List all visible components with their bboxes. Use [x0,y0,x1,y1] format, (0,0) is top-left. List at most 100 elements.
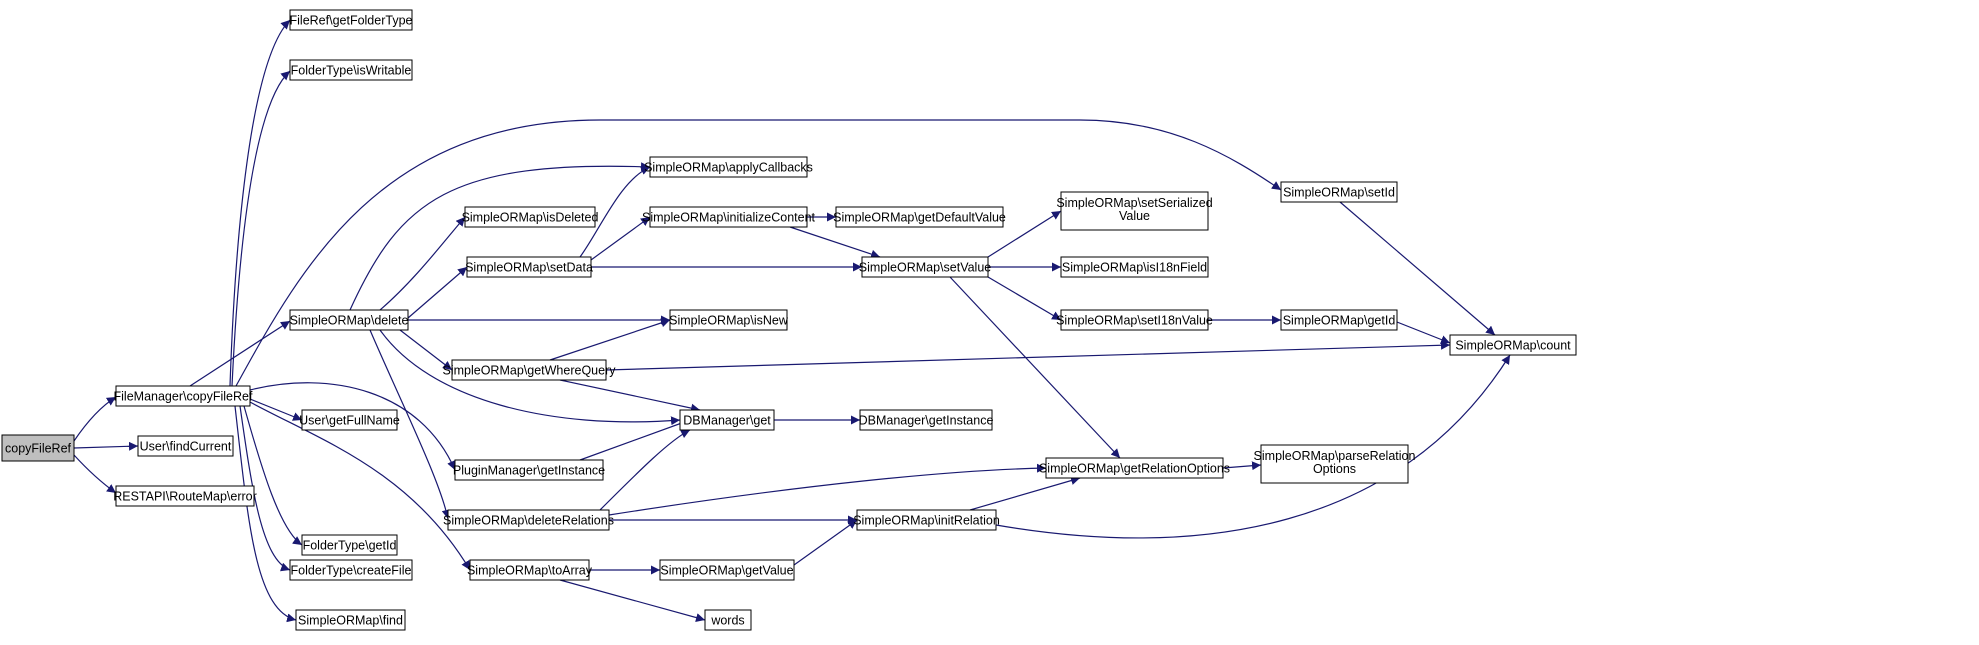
node-box [659,559,795,581]
node-label-line: Options [1313,462,1356,476]
node-n20[interactable]: SimpleORMap\toArray [467,559,593,581]
node-box [1,434,75,462]
edge-n22-to-n28 [987,276,1062,321]
node-label: SimpleORMap\applyCallbacks [644,161,813,175]
node-n0[interactable]: copyFileRef [1,434,75,462]
node-label: FileManager\copyFileRef [114,390,253,404]
edge-n22-to-n26 [987,210,1062,258]
edge-n1-to-n7 [249,398,303,421]
node-label: SimpleORMap\deleteRelations [443,514,614,528]
node-label: SimpleORMap\initRelation [853,514,1000,528]
node-n10[interactable]: SimpleORMap\find [295,609,406,631]
node-box [1060,309,1209,331]
node-box [289,309,409,331]
node-n29[interactable]: SimpleORMap\getRelationOptions [1039,457,1230,479]
node-n30[interactable]: SimpleORMap\initRelation [853,509,1000,531]
node-label: SimpleORMap\isI18nField [1062,261,1207,275]
node-n17[interactable]: DBManager\get [679,409,775,431]
edge-n1-to-n6 [189,320,291,387]
node-n23[interactable]: DBManager\getInstance [859,409,994,431]
node-n3[interactable]: RESTAPI\RouteMap\error [113,485,257,507]
node-label: SimpleORMap\setId [1283,186,1395,200]
node-label: SimpleORMap\isNew [669,314,789,328]
node-label: SimpleORMap\isDeleted [462,211,599,225]
node-n6[interactable]: SimpleORMap\delete [289,309,409,331]
node-n2[interactable]: User\findCurrent [137,435,234,457]
node-label: SimpleORMap\initializeContent [642,211,816,225]
edge-n6-to-n19 [369,329,451,520]
node-label: RESTAPI\RouteMap\error [113,490,257,504]
node-label: SimpleORMap\setValue [859,261,992,275]
edge-n1-to-n10 [234,405,297,623]
node-n32[interactable]: SimpleORMap\getId [1280,309,1398,331]
edge-n1-to-n18 [249,382,456,471]
edge-n1-to-n31 [235,119,1282,387]
edge-n0-to-n1 [73,396,117,442]
edge-n0-to-n3 [73,454,117,494]
node-n4[interactable]: FileRef\getFolderType [289,9,413,31]
node-n9[interactable]: FolderType\createFile [289,559,413,581]
node-box [704,609,752,631]
node-label: SimpleORMap\getValue [660,564,793,578]
node-n28[interactable]: SimpleORMap\setI18nValue [1056,309,1213,331]
node-n1[interactable]: FileManager\copyFileRef [114,385,253,407]
node-box [679,409,775,431]
node-n7[interactable]: User\getFullName [299,409,400,431]
node-n8[interactable]: FolderType\getId [301,534,398,556]
edge-n20-to-n25 [559,579,706,622]
node-n18[interactable]: PluginManager\getInstance [453,459,605,481]
edge-n18-to-n17 [579,418,691,461]
edge-n16-to-n34 [605,340,1451,371]
node-n5[interactable]: FolderType\isWritable [289,59,413,81]
node-n19[interactable]: SimpleORMap\deleteRelations [443,509,614,531]
node-box [301,409,398,431]
node-label: SimpleORMap\toArray [467,564,593,578]
node-n16[interactable]: SimpleORMap\getWhereQuery [443,359,617,381]
node-label: copyFileRef [5,442,72,456]
node-box [115,485,255,507]
node-n34[interactable]: SimpleORMap\count [1449,334,1577,356]
node-box [466,256,592,278]
node-box [859,409,993,431]
node-n24[interactable]: SimpleORMap\getValue [659,559,795,581]
node-box [835,206,1004,228]
node-label: SimpleORMap\setData [465,261,593,275]
edge-n1-to-n9 [239,405,291,572]
node-label: SimpleORMap\getRelationOptions [1039,462,1230,476]
node-box [861,256,989,278]
node-n12[interactable]: SimpleORMap\isDeleted [462,206,599,228]
node-n13[interactable]: SimpleORMap\initializeContent [642,206,816,228]
node-box [115,385,251,407]
node-n21[interactable]: SimpleORMap\getDefaultValue [833,206,1006,228]
edge-n24-to-n30 [793,519,858,566]
edge-n16-to-n15 [549,318,671,361]
node-label: FolderType\getId [303,539,397,553]
node-box [1060,191,1209,231]
edge-n31-to-n34 [1339,201,1496,336]
edge-n1-to-n20 [249,401,471,571]
node-n14[interactable]: SimpleORMap\setData [465,256,593,278]
node-box [856,509,997,531]
node-n27[interactable]: SimpleORMap\isI18nField [1060,256,1209,278]
node-n25[interactable]: words [704,609,752,631]
node-box [289,559,413,581]
node-n31[interactable]: SimpleORMap\setId [1280,181,1398,203]
node-n15[interactable]: SimpleORMap\isNew [669,309,789,331]
node-n11[interactable]: SimpleORMap\applyCallbacks [644,156,813,178]
edge-n30-to-n34 [995,354,1511,539]
node-label: SimpleORMap\count [1455,339,1571,353]
node-box [1449,334,1577,356]
node-label-line: Value [1119,209,1150,223]
node-n22[interactable]: SimpleORMap\setValue [859,256,992,278]
node-box [451,359,607,381]
edge-n6-to-n16 [399,329,453,371]
node-box [1280,309,1398,331]
node-label-line: SimpleORMap\parseRelation [1254,449,1416,463]
node-label: SimpleORMap\getWhereQuery [443,364,617,378]
edge-n0-to-n2 [73,441,139,451]
node-box [1280,181,1398,203]
node-label: words [710,614,744,628]
